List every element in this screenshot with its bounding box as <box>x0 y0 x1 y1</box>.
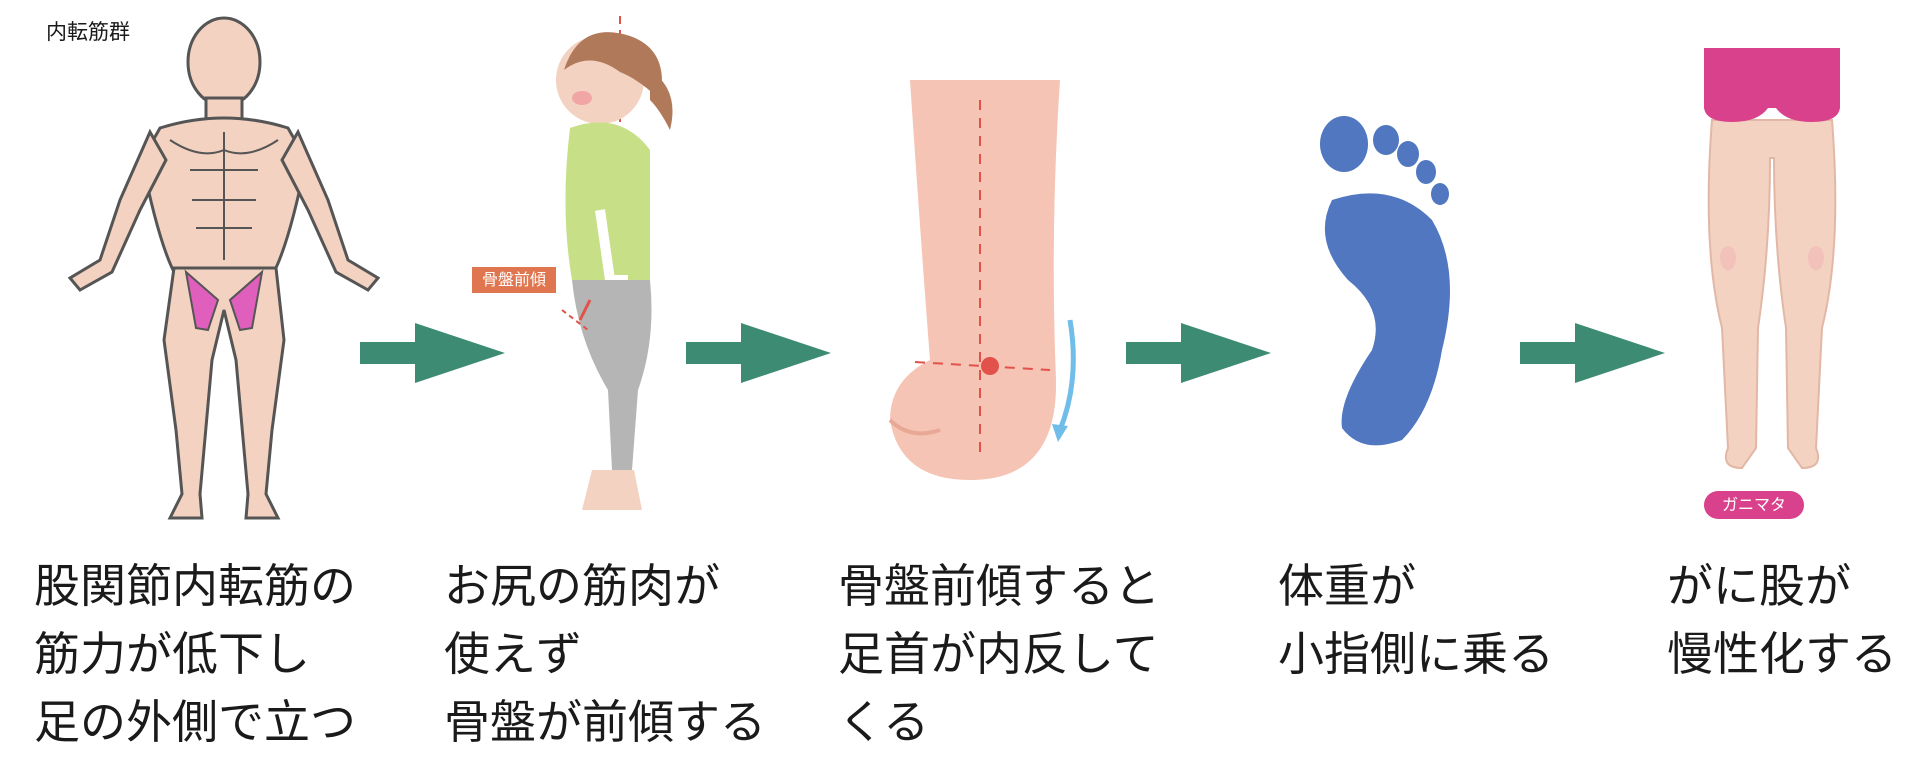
pelvis-tilt-tag: 骨盤前傾 <box>472 267 557 293</box>
caption-line: 足首が内反して <box>838 627 1159 681</box>
arrow-right-icon <box>360 323 505 383</box>
step-5-caption: がに股が 慢性化する <box>1667 552 1897 688</box>
step-1-caption: 股関節内転筋の 筋力が低下し 足の外側で立つ <box>34 552 356 756</box>
step-2-caption: お尻の筋肉が 使えず 骨盤が前傾する <box>444 552 766 756</box>
caption-line: 筋力が低下し <box>34 627 310 681</box>
knock-knee-tag: ガニマタ <box>1704 491 1805 519</box>
woman-posture-icon <box>556 16 673 510</box>
ankle-inversion-icon <box>888 80 1076 480</box>
caption-line: 股関節内転筋の <box>34 559 356 613</box>
caption-line: 慢性化する <box>1667 627 1897 681</box>
muscle-figure-icon <box>67 16 381 520</box>
step-3-caption: 骨盤前傾すると 足首が内反して くる <box>838 552 1160 756</box>
arrow-right-icon <box>1520 323 1665 383</box>
arrow-right-icon <box>686 323 831 383</box>
caption-line: 体重が <box>1278 559 1416 613</box>
step-4-caption: 体重が 小指側に乗る <box>1278 552 1554 688</box>
caption-line: 骨盤が前傾する <box>444 695 766 749</box>
footprint-icon <box>1320 116 1450 446</box>
arrow-right-icon <box>1126 323 1271 383</box>
legs-icon <box>1704 48 1840 470</box>
caption-line: 足の外側で立つ <box>34 695 356 749</box>
caption-line: 小指側に乗る <box>1278 627 1554 681</box>
caption-line: がに股が <box>1667 559 1851 613</box>
caption-line: 骨盤前傾すると <box>838 559 1160 613</box>
caption-line: くる <box>838 695 930 749</box>
caption-line: お尻の筋肉が <box>444 559 720 613</box>
figure-label: 内転筋群 <box>46 20 130 44</box>
caption-line: 使えず <box>444 627 582 681</box>
